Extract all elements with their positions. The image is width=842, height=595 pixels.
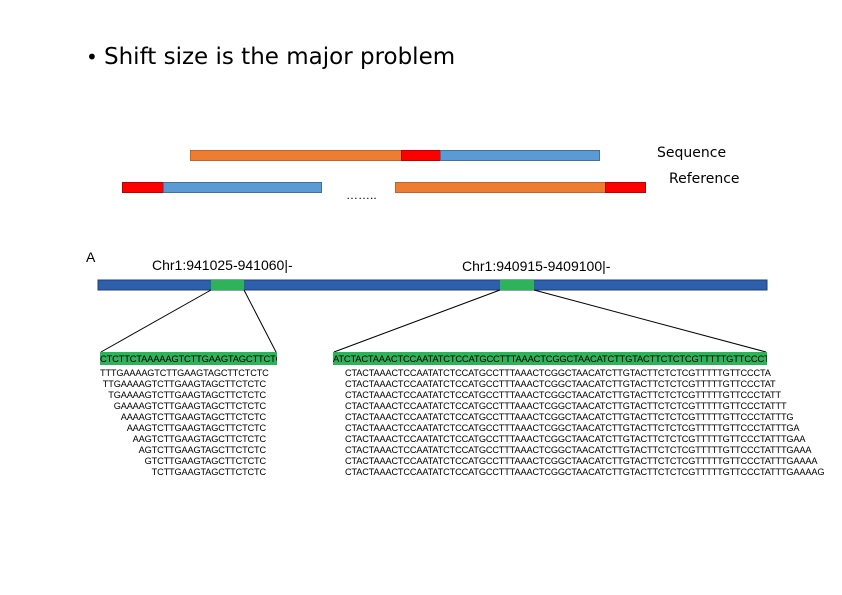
left-read: TCTTGAAGTAGCTTCTCTC xyxy=(151,467,267,477)
right-read: CTACTAAACTCCAATATCTCCATGCCTTTAAACTCGGCTA… xyxy=(345,434,806,444)
left-zoom-line-b xyxy=(243,289,277,353)
right-zoom-line-b xyxy=(533,289,767,353)
right-read: CTACTAAACTCCAATATCTCCATGCCTTTAAACTCGGCTA… xyxy=(345,412,794,422)
left-read: GAAAAGTCTTGAAGTAGCTTCTCTC xyxy=(113,401,266,411)
left-read: GTCTTGAAGTAGCTTCTCTC xyxy=(144,456,267,466)
left-read: AAAAGTCTTGAAGTAGCTTCTCTC xyxy=(120,412,266,422)
sequence-label: Sequence xyxy=(657,145,727,161)
reference-right-red-segment xyxy=(605,182,646,193)
left-read: AAAGTCTTGAAGTAGCTTCTCTC xyxy=(126,423,266,433)
right-read: CTACTAAACTCCAATATCTCCATGCCTTTAAACTCGGCTA… xyxy=(345,368,771,378)
left-consensus-sequence: CTCTTCTAAAAAGTCTTGAAGTAGCTTCTCTCTG xyxy=(100,352,277,365)
reference-label: Reference xyxy=(669,171,740,187)
panel-letter: A xyxy=(86,249,96,265)
chromosome-bar xyxy=(97,279,768,291)
bullet-text: Shift size is the major problem xyxy=(104,44,456,70)
bullet-dot: • xyxy=(86,45,98,69)
right-read: CTACTAAACTCCAATATCTCCATGCCTTTAAACTCGGCTA… xyxy=(345,456,818,466)
left-read: TGAAAAGTCTTGAAGTAGCTTCTCTC xyxy=(108,390,266,400)
right-locus-label: Chr1:940915-9409100|- xyxy=(462,258,611,274)
right-read-list: CTACTAAACTCCAATATCTCCATGCCTTTAAACTCGGCTA… xyxy=(345,368,825,478)
slide-bullet: •Shift size is the major problem xyxy=(86,44,455,70)
left-locus-label: Chr1:941025-941060|- xyxy=(152,257,293,273)
reference-left-blue-segment xyxy=(163,182,322,193)
left-locus-highlight xyxy=(211,280,244,290)
right-read: CTACTAAACTCCAATATCTCCATGCCTTTAAACTCGGCTA… xyxy=(345,467,825,477)
right-read: CTACTAAACTCCAATATCTCCATGCCTTTAAACTCGGCTA… xyxy=(345,379,776,389)
left-read: AGTCTTGAAGTAGCTTCTCTC xyxy=(138,445,266,455)
right-read: CTACTAAACTCCAATATCTCCATGCCTTTAAACTCGGCTA… xyxy=(345,445,812,455)
right-consensus-sequence: ATCTACTAAACTCCAATATCTCCATGCCTTTAAACTCGGC… xyxy=(333,352,767,365)
right-locus-highlight xyxy=(500,280,534,290)
left-zoom-line-a xyxy=(100,289,212,353)
left-read: AAGTCTTGAAGTAGCTTCTCTC xyxy=(132,434,266,444)
left-read-list: TTTGAAAAGTCTTGAAGTAGCTTCTCTC TTGAAAAGTCT… xyxy=(100,368,269,478)
right-zoom-line-a xyxy=(333,289,501,353)
ellipsis: …….. xyxy=(346,188,377,202)
left-read: TTGAAAAGTCTTGAAGTAGCTTCTCTC xyxy=(102,379,266,389)
right-read: CTACTAAACTCCAATATCTCCATGCCTTTAAACTCGGCTA… xyxy=(345,423,800,433)
right-read: CTACTAAACTCCAATATCTCCATGCCTTTAAACTCGGCTA… xyxy=(345,390,781,400)
right-read: CTACTAAACTCCAATATCTCCATGCCTTTAAACTCGGCTA… xyxy=(345,401,787,411)
sequence-blue-segment xyxy=(440,150,600,161)
left-read: TTTGAAAAGTCTTGAAGTAGCTTCTCTC xyxy=(100,368,269,378)
